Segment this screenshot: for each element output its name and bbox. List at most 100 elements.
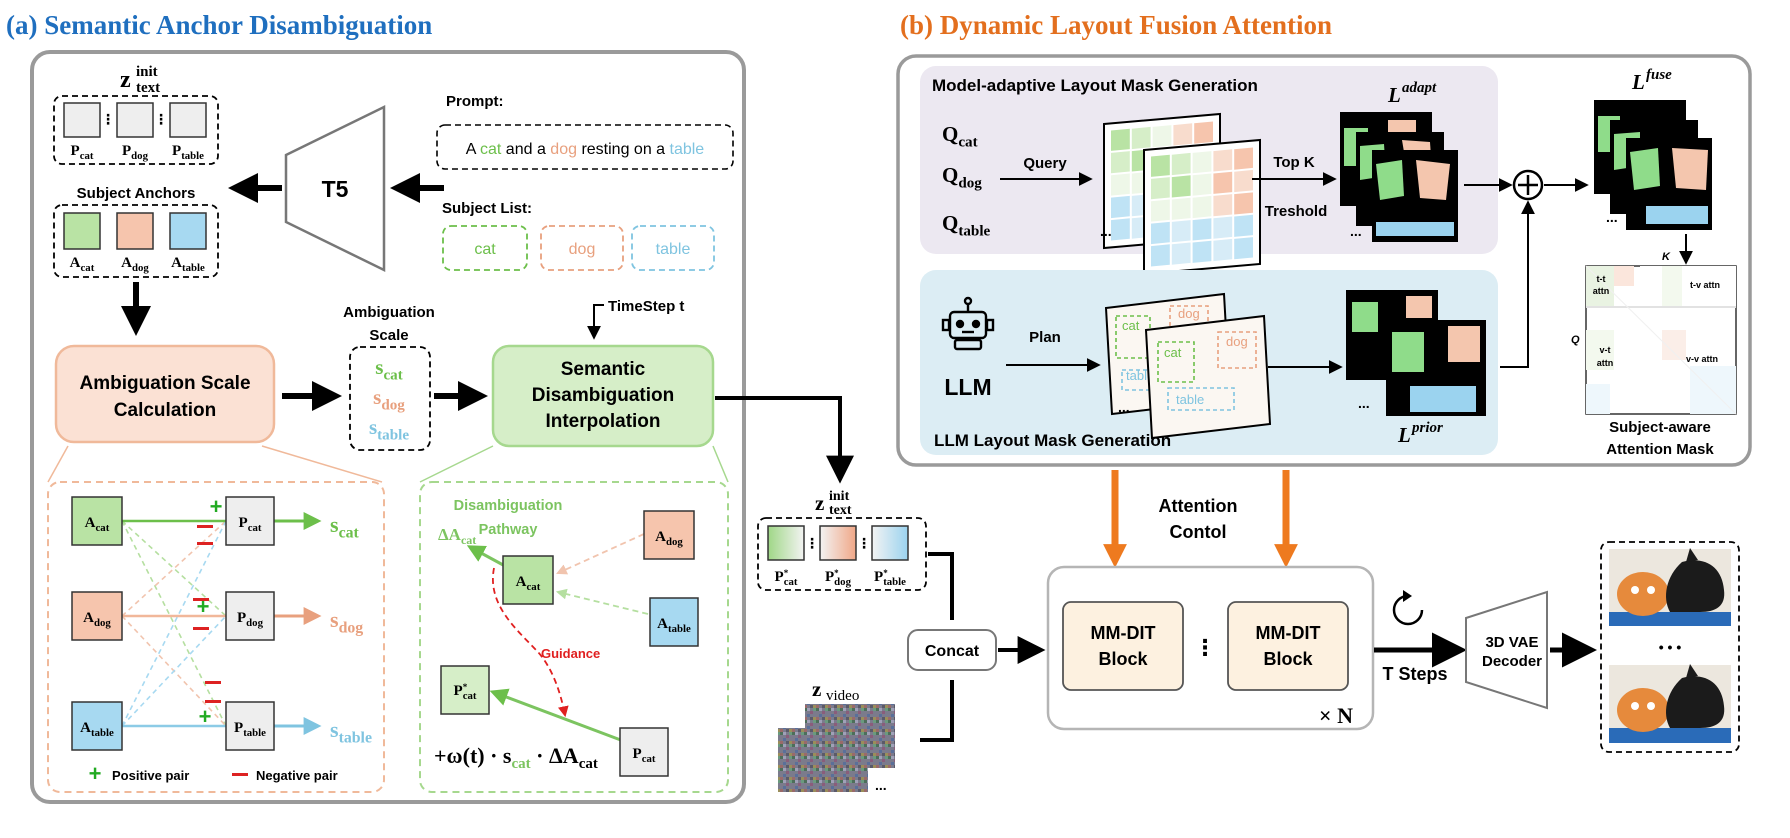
svg-text:init: init [829,489,850,504]
svg-text:attn: attn [1597,358,1614,368]
a-token-label: Acat [70,255,95,274]
svg-text:L: L [1631,70,1645,94]
robot-icon [941,296,995,351]
svg-text:L: L [1397,423,1411,447]
negative-pair-label: Negative pair [256,768,338,783]
svg-text:text: text [136,80,160,96]
svg-text:video: video [826,688,859,704]
prior-dots: ... [1358,395,1370,411]
svg-text:+: + [197,594,210,619]
a-token-group [53,204,219,278]
output-dots: • • • [1659,639,1682,655]
svg-text:v-v attn: v-v attn [1686,354,1718,364]
output-frame-2 [1609,664,1731,743]
a-boxes-lower [71,496,123,751]
z-text-star-label: z init text [815,489,852,518]
ambiguation-scale-title-2: Scale [369,327,408,344]
t5-encoder [284,104,386,273]
llm-label: LLM [944,374,991,400]
s-scale-label: sdog [373,385,405,413]
a-cat-label: Acat [516,574,541,593]
a-token-boxes [63,212,207,250]
svg-text:⋮: ⋮ [101,111,115,127]
interpolation-formula: +ω(t) · scat · ΔAcat [434,743,598,772]
svg-text:adapt: adapt [1402,80,1437,96]
positive-pair-label: Positive pair [112,768,189,783]
subject-dog-box [540,225,624,271]
svg-text:attn: attn [1593,286,1610,296]
svg-text:dog: dog [1178,306,1200,321]
subject-table-box [631,225,715,271]
svg-text:+: + [199,704,212,729]
interp-line-1: Semantic [561,359,646,380]
svg-text:Block: Block [1263,649,1313,669]
a-token-label: Adog [121,255,149,274]
svg-text:z: z [815,491,824,515]
grid-dots: ... [1100,223,1112,239]
plan-dots: ... [1118,399,1130,415]
calc-line-2: Calculation [114,400,216,421]
a-box-label: Atable [80,720,114,739]
bracket-bottom [920,680,954,742]
vae-label-2: Decoder [1482,653,1542,670]
a-dog-label: Adog [655,529,683,548]
a-box-label: Adog [83,610,111,629]
subject-list-label: Subject List: [442,200,532,217]
adapt-masks [1340,112,1458,242]
a-box-label: Acat [85,515,110,534]
disambiguation-pathway-1: Disambiguation [454,498,563,514]
p-token-group [53,95,219,165]
subject-dog-text: dog [569,241,596,258]
q-label: Q [1571,334,1580,346]
concat-label: Concat [925,643,980,660]
p-star-cat-label: P*cat [454,682,477,702]
p-box-label: Pcat [239,515,262,534]
output-frame-1 [1609,548,1731,626]
svg-text:cat: cat [1122,318,1140,333]
subject-cat-text: cat [474,241,496,258]
s-output-label: stable [330,717,372,747]
p-token-label: Ptable [172,143,204,162]
p-token-label: Pdog [122,143,149,162]
llm-mask-title: LLM Layout Mask Generation [934,431,1171,450]
vae-label-1: 3D VAE [1485,634,1538,651]
svg-text:table: table [1176,392,1204,407]
interp-boxes [440,510,699,777]
pair-signs: + + + [193,494,222,729]
guidance-curve [492,567,569,718]
plan-label: Plan [1029,329,1061,346]
l-adapt-label: L adapt [1387,80,1437,107]
loop-icon [1392,594,1424,626]
svg-text:MM-DIT: MM-DIT [1256,623,1321,643]
panel-b-title: (b) Dynamic Layout Fusion Attention [900,10,1332,40]
svg-text:z: z [812,677,821,701]
svg-text:Block: Block [1098,649,1148,669]
q-token-label: Qdog [942,163,982,191]
attention-control-1: Attention [1159,496,1238,516]
fuse-dots: ... [1606,209,1618,225]
a-table-label: Atable [657,616,691,635]
svg-text:t-t: t-t [1597,274,1606,284]
p-token-label: Pcat [71,143,94,162]
layout-plans: cat dog table cat dog table [1104,292,1272,440]
l-prior-label: L prior [1397,420,1443,447]
negative-pair-icon [232,773,248,776]
svg-text:init: init [136,64,158,80]
arrow-pcat-to-pstar [489,688,627,744]
output-frames [1600,541,1740,753]
timestep-label: TimeStep t [608,298,684,315]
svg-text:table: table [1126,368,1154,383]
adapt-dots: ... [1350,223,1362,239]
arrow-prior-to-plus [1500,200,1535,368]
s-output-label: scat [330,512,360,542]
disambiguation-pathway-2: Pathway [479,522,538,538]
p-star-group [757,517,927,591]
q-token-label: Qtable [942,211,991,239]
panel-a-title: (a) Semantic Anchor Disambiguation [6,10,432,40]
z-text-init-label: z init text [120,64,160,96]
positive-pair-icon: + [89,761,102,786]
p-box-label: Pdog [237,610,264,629]
ambiguation-scale-box [349,346,431,451]
svg-text:v-t: v-t [1600,345,1611,355]
